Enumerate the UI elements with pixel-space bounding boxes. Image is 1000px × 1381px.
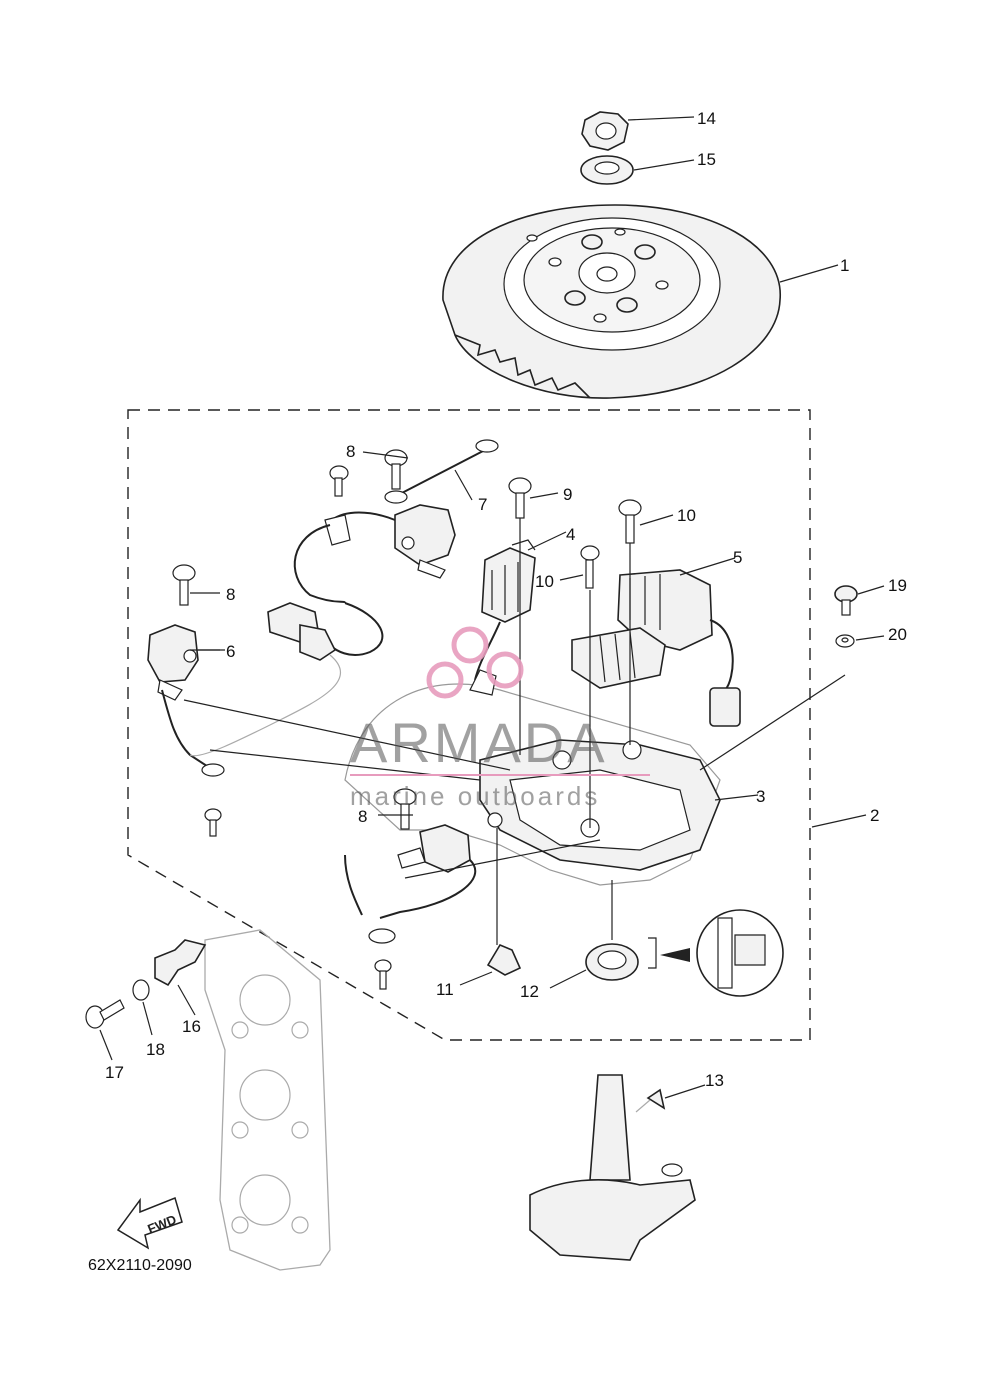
label-16: 16 [182,1017,201,1036]
diagram-code: 62X2110-2090 [88,1257,192,1274]
crankcase-outline [204,929,331,1271]
bolt-19 [834,585,858,616]
screw-8-lower [393,788,417,830]
oil-seal [585,880,639,981]
label-19: 19 [888,576,907,595]
screw-8-top [384,449,408,490]
washer-18 [132,979,150,1001]
screw-9 [508,477,532,519]
label-7: 7 [478,495,487,514]
label-17: 17 [105,1063,124,1082]
washer-20 [835,634,855,648]
label-3: 3 [756,787,765,806]
label-15: 15 [697,150,716,169]
label-20: 20 [888,625,907,644]
ignition-coil-top [293,504,456,656]
flywheel-washer [580,155,634,185]
screw-bottom [374,959,392,990]
label-1: 1 [840,256,849,275]
label-10-left: 10 [535,572,554,591]
label-13: 13 [705,1071,724,1090]
label-5: 5 [733,548,742,567]
screw-10-right [618,499,642,544]
stator-assembly-outline [127,409,811,1041]
armada-logo: ARMADA marine outboards [350,626,650,811]
stator-base-plate [344,683,721,886]
wire-connector [189,602,342,757]
screw-top-left [329,465,349,497]
label-12: 12 [520,982,539,1001]
label-4: 4 [566,525,575,544]
label-8-lower: 8 [358,807,367,826]
label-9: 9 [563,485,572,504]
label-11: 11 [436,980,454,999]
woodruff-key [646,1088,666,1110]
wire-clip [486,828,522,976]
screw-17 [85,999,125,1029]
flywheel-nut [581,111,629,151]
fwd-arrow-icon: FWD [116,1196,183,1250]
watermark-tagline: marine outboards [350,781,600,811]
flywheel [442,204,781,399]
watermark-brand: ARMADA [350,711,608,774]
screw-lower-left [204,808,222,837]
pulser-coil [147,624,225,777]
crankshaft [529,1074,696,1261]
screw-8-left [172,564,196,606]
detail-magnifier [696,909,784,997]
label-10-right: 10 [677,506,696,525]
label-14: 14 [697,109,716,128]
screw-10-left [580,545,600,589]
bracket-16 [154,939,207,987]
label-8-left: 8 [226,585,235,604]
label-18: 18 [146,1040,165,1059]
stator-coil [571,569,741,727]
lower-pulser-coil [344,824,477,944]
ground-lead [384,439,499,504]
label-6: 6 [226,642,235,661]
charge-coil [469,539,536,696]
label-8-top: 8 [346,442,355,461]
label-2: 2 [870,806,879,825]
